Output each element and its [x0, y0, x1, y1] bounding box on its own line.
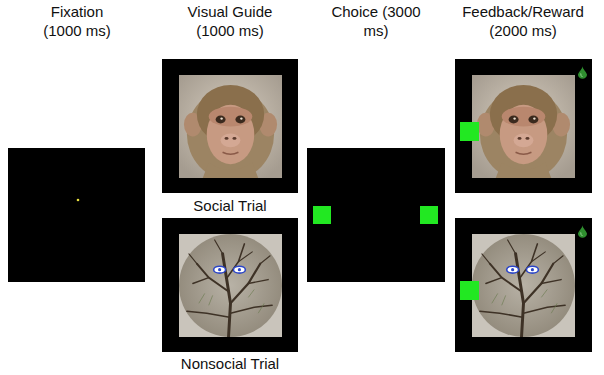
chosen-target [460, 281, 479, 300]
social-cue-screen [162, 59, 298, 193]
phase-heading: Fixation (1000 ms) [32, 2, 122, 40]
choice-target-left [313, 206, 331, 224]
chosen-target [460, 122, 479, 141]
reward-drop-icon [578, 66, 587, 79]
social-feedback-screen [455, 59, 592, 193]
phase-heading: Choice (3000 ms) [331, 2, 421, 40]
trial-type-label: Social Trial [150, 196, 310, 215]
trial-type-label: Nonsocial Trial [150, 354, 310, 373]
fixation-point [77, 199, 80, 202]
fixation-screen [8, 148, 145, 282]
choice-target-right [420, 206, 438, 224]
tree-eyes-image [472, 234, 575, 337]
reward-drop-icon [578, 225, 587, 238]
monkey-face-image [472, 75, 575, 180]
nonsocial-feedback-screen [455, 218, 592, 352]
tree-eyes-image [179, 234, 282, 337]
phase-heading: Visual Guide (1000 ms) [170, 2, 290, 40]
nonsocial-cue-screen [162, 218, 298, 352]
phase-heading: Feedback/Reward (2000 ms) [448, 2, 598, 40]
choice-screen [307, 148, 445, 282]
monkey-face-image [179, 75, 282, 180]
